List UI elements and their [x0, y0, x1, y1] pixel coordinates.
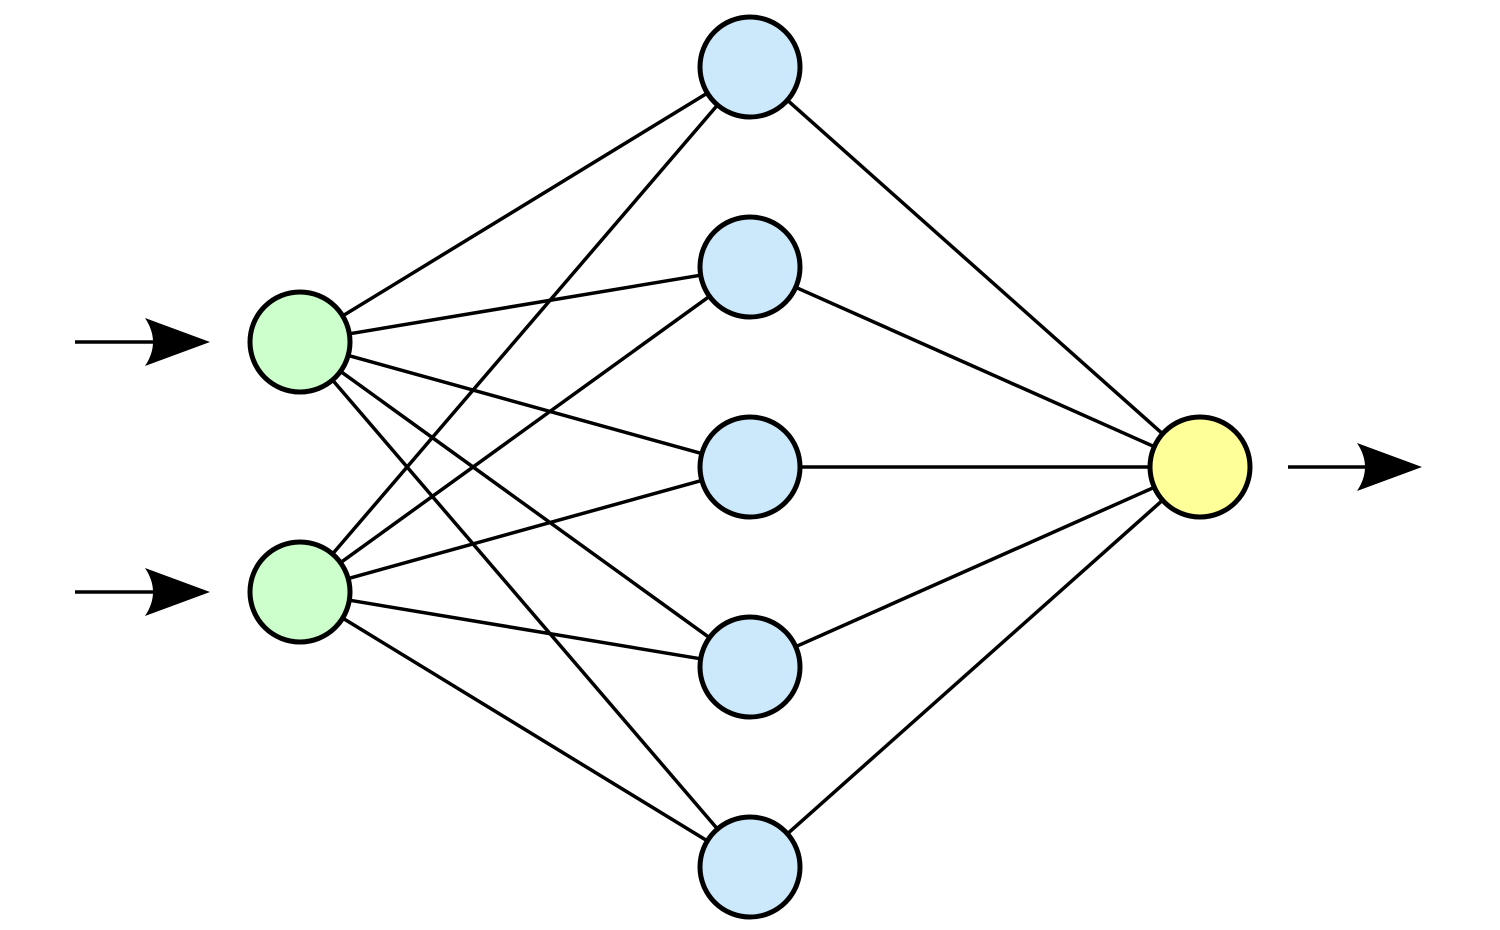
connection-hidden-1-to-output-1	[785, 98, 1165, 436]
connection-input-1-to-hidden-3	[346, 353, 704, 456]
input-arrow-1-icon	[75, 318, 210, 366]
connection-hidden-2-to-output-1	[793, 285, 1157, 449]
connection-input-1-to-hidden-5	[330, 378, 720, 831]
connection-hidden-5-to-output-1	[785, 498, 1165, 836]
connection-input-2-to-hidden-2	[338, 294, 712, 565]
output-arrow-1-icon	[1288, 443, 1422, 491]
arrow-head	[145, 318, 210, 366]
connections	[330, 91, 1165, 843]
input-node-1	[247, 289, 353, 395]
hidden-node-1	[697, 14, 803, 120]
connection-input-2-to-hidden-4	[347, 598, 703, 661]
arrows	[75, 318, 1422, 616]
arrow-head	[1357, 443, 1422, 491]
hidden-node-4	[697, 614, 803, 720]
connection-input-1-to-hidden-1	[340, 91, 710, 318]
connection-input-1-to-hidden-4	[338, 369, 712, 640]
connection-input-2-to-hidden-5	[340, 616, 710, 843]
connection-hidden-4-to-output-1	[793, 485, 1157, 649]
arrow-head	[145, 568, 210, 616]
connection-input-2-to-hidden-1	[330, 103, 720, 556]
connection-input-1-to-hidden-2	[347, 273, 703, 336]
input-node-2	[247, 539, 353, 645]
connection-input-2-to-hidden-3	[346, 478, 704, 581]
hidden-node-5	[697, 814, 803, 920]
hidden-node-3	[697, 414, 803, 520]
hidden-node-2	[697, 214, 803, 320]
input-arrow-2-icon	[75, 568, 210, 616]
output-node-1	[1147, 414, 1253, 520]
nodes	[247, 14, 1253, 920]
